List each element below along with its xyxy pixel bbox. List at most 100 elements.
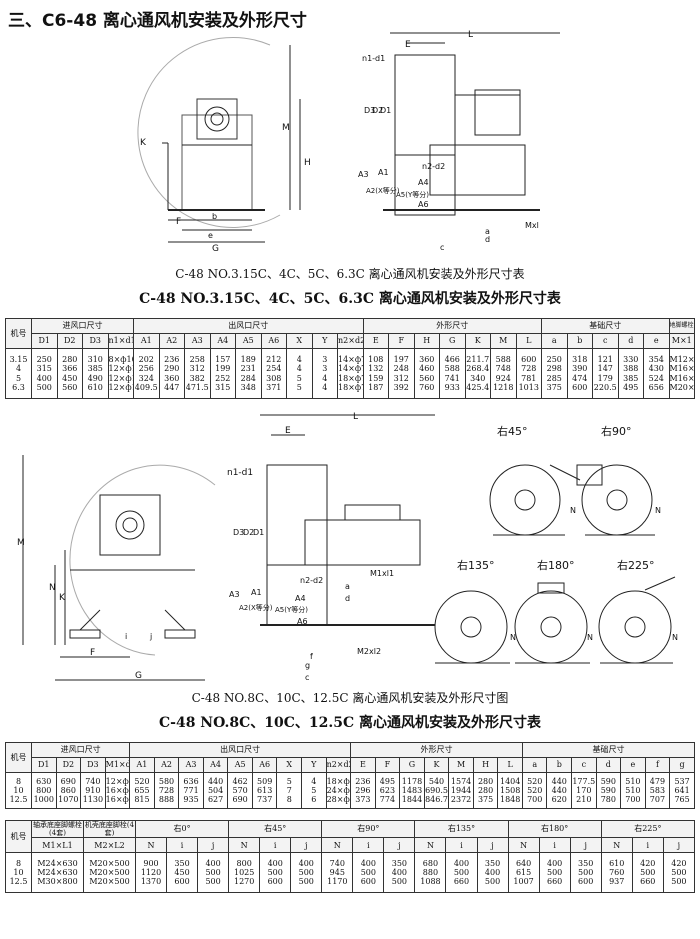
table-2-data-column: 495 623 774 [374, 772, 401, 809]
table-1-model-col: 3.15 4 5 6.3 [5, 348, 32, 399]
table-1-column-header: A2 [158, 333, 185, 349]
rotation-view-180 [514, 582, 590, 664]
table-3-data-column: 800 1025 1270 [228, 852, 261, 894]
subheader-m1l1: M1×L1 [31, 837, 84, 854]
header-model: 机号 [5, 318, 32, 349]
table-3-column-header: j [476, 837, 509, 854]
header-right-0: 右0° [134, 819, 230, 839]
dim-N-225: N [672, 633, 678, 642]
dim-D3-large: D3 [233, 528, 244, 537]
dim-A1: A1 [378, 168, 389, 177]
table-1-column-header: M×1 [668, 333, 695, 349]
table-2-data-column: 537 641 765 [669, 772, 695, 809]
table-1-column-header: M [490, 333, 517, 349]
table-1-column-header: E [362, 333, 389, 349]
table-1-column-header: n1×d1 [107, 333, 134, 349]
header-base: 基础尺寸 [541, 318, 670, 334]
header-right-90: 右90° [321, 819, 416, 839]
header-right-45: 右45° [228, 819, 323, 839]
table-1-data-column: 3 3 4 4 [311, 348, 338, 399]
header-outline-2: 外形尺寸 [350, 742, 523, 758]
table-3-data-column: 400 500 600 [259, 852, 292, 894]
table-2-column-header: a [521, 757, 548, 773]
table-2-data-column: 630 800 1000 [31, 772, 57, 809]
table-3-data-column: 350 400 500 [476, 852, 509, 894]
dim-G: G [212, 244, 219, 254]
table-2-data-column: 280 280 375 [472, 772, 499, 809]
caption-1: C-48 NO.3.15C、4C、5C、6.3C 离心通风机安装及外形尺寸表 [175, 267, 525, 281]
table-2-data-column: 580 728 888 [153, 772, 180, 809]
dim-A4-large: A4 [295, 594, 306, 603]
rotation-view-90 [576, 464, 655, 536]
header-inlet-2: 进风口尺寸 [30, 742, 131, 758]
dim-i-large: i [125, 632, 127, 641]
table-1-column-header: D1 [31, 333, 58, 349]
dim-f-large: f [310, 652, 313, 661]
table-1-column-header: F [388, 333, 415, 349]
table-3-column-header: i [259, 837, 292, 854]
header-outlet: 出风口尺寸 [133, 318, 364, 334]
table-1-data-column: 310 385 490 610 [82, 348, 109, 399]
table-1-column-header: L [515, 333, 542, 349]
dim-d: d [485, 235, 490, 244]
header-anchor-bolt: 轴承底座脚螺栓(4套) [31, 819, 84, 839]
table-2-column-header: A2 [153, 757, 180, 773]
dim-H: H [304, 158, 311, 168]
table-2-column-header: A3 [178, 757, 204, 773]
dim-A5: A5(Y等分) [396, 190, 429, 199]
table-2-column-header: Y [301, 757, 327, 773]
table-2-data-column: 510 510 700 [620, 772, 646, 809]
dim-A2: A2(X等分) [366, 186, 400, 195]
table-1-column-header: A3 [184, 333, 211, 349]
table-1-column-header: a [541, 333, 568, 349]
table-1-column-header: d [617, 333, 644, 349]
dim-N-180: N [587, 633, 593, 642]
table-2-data-column: 690 860 1070 [55, 772, 82, 809]
dim-A6: A6 [418, 200, 429, 209]
table-2-data-column: 590 590 780 [595, 772, 622, 809]
label-n2-d2: n2-d2 [422, 162, 445, 171]
dim-A2-large: A2(X等分) [239, 603, 273, 612]
dim-a: a [485, 227, 490, 236]
table-3-column-header: N [321, 837, 354, 854]
table-3-data-column: 420 500 500 [662, 852, 696, 894]
table-1-data-column: 212 254 308 371 [260, 348, 287, 399]
header-right-135: 右135° [414, 819, 509, 839]
dim-D1: D1 [380, 106, 391, 115]
header-shell-bolt: 机壳底座脚栓(4套) [83, 819, 136, 839]
table-3-data-column: 350 400 500 [383, 852, 416, 894]
header-outline: 外形尺寸 [362, 318, 542, 334]
dim-A6-large: A6 [297, 617, 308, 626]
table-1-column-header: A1 [133, 333, 160, 349]
header-model-2: 机号 [5, 742, 32, 773]
table-1-data-column: 466 588 741 933 [439, 348, 466, 399]
table-1-data-column: 236 290 360 447 [158, 348, 185, 399]
table-2-column-header: c [571, 757, 597, 773]
table-3-model-col: 8 10 12.5 [5, 852, 32, 894]
table-1-data-column: 280 366 450 560 [56, 348, 83, 399]
dim-c-large: c [305, 673, 309, 682]
table-2-data-column: 1574 1944 2372 [448, 772, 474, 809]
table-1-column-header: A4 [209, 333, 236, 349]
dim-G-large: G [135, 671, 142, 681]
table-2-data-column: 1178 1483 1844 [399, 772, 425, 809]
table-1-data-column: 600 728 781 1013 [515, 348, 542, 399]
label-right-225: 右225° [617, 558, 655, 572]
label-M2xl2: M2xl2 [357, 647, 381, 656]
table-3-data-column: M24×630 M24×630 M30×800 [31, 852, 84, 894]
table-1-data-column: 258 312 382 471.5 [184, 348, 211, 399]
table-1-data-column: 4 4 5 5 [286, 348, 313, 399]
label-n1-d1-large: n1-d1 [227, 468, 253, 478]
table-1-data-column: 360 460 560 760 [413, 348, 440, 399]
table-3-column-header: N [228, 837, 261, 854]
table-3-data-column: 610 760 937 [600, 852, 633, 894]
dim-D3: D3 [364, 106, 375, 115]
table-2-data-column: 462 570 690 [227, 772, 253, 809]
table-2-column-header: G [399, 757, 425, 773]
table-1-data-column: 197 248 312 392 [388, 348, 415, 399]
header-model-3: 机号 [5, 819, 32, 854]
table-3-data-column: 400 500 500 [197, 852, 230, 894]
table-3-column-header: i [445, 837, 478, 854]
table-1-data-column: 121 147 179 220.5 [592, 348, 619, 399]
table-1-column-header: X [286, 333, 313, 349]
